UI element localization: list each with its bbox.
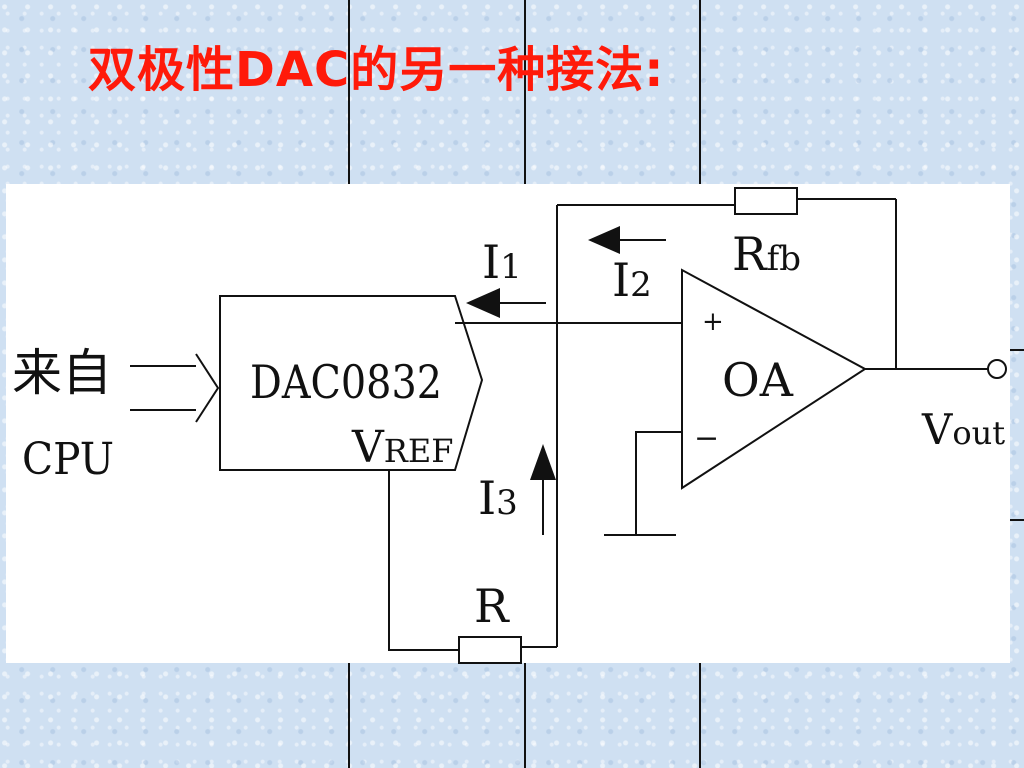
minus-input-wire <box>635 431 682 535</box>
diagram-panel <box>6 184 1010 663</box>
i1-arrow-head <box>466 288 500 318</box>
vref-label-main: V <box>351 422 385 473</box>
r-label: R <box>474 579 510 633</box>
rfb-label-main: R <box>732 227 768 281</box>
dac-name: DAC0832 <box>250 355 442 409</box>
source-label-line2: CPU <box>22 434 114 485</box>
vout-label-sub: out <box>952 414 1005 452</box>
source-label-line1: 来自 <box>12 344 112 402</box>
r-resistor <box>458 636 522 664</box>
dac-block <box>219 295 484 471</box>
i3-arrow-head <box>530 444 556 480</box>
rfb-label: Rfb <box>732 227 801 281</box>
i1-label: I1 <box>482 235 522 289</box>
opamp-triangle <box>681 268 867 490</box>
opamp-name: OA <box>722 353 794 407</box>
i3-label-main: I <box>478 471 496 525</box>
i1-label-main: I <box>482 235 500 289</box>
background-grid-line <box>1010 349 1024 351</box>
background-grid-line <box>1010 519 1024 521</box>
vout-label: Vout <box>921 405 1005 454</box>
i2-arrow-head <box>588 226 620 254</box>
input-bus-arrowhead <box>195 353 220 423</box>
vref-label-sub: REF <box>384 432 454 470</box>
i1-label-sub: 1 <box>500 247 522 287</box>
i2-label-sub: 2 <box>630 265 652 305</box>
i3-label: I3 <box>478 471 518 525</box>
rfb-resistor <box>734 187 798 215</box>
i2-label: I2 <box>612 253 652 307</box>
i2-label-main: I <box>612 253 630 307</box>
opamp-plus-sign: + <box>702 307 724 337</box>
rfb-label-sub: fb <box>767 239 801 279</box>
vref-label: VREF <box>351 422 453 473</box>
i3-label-sub: 3 <box>496 483 518 523</box>
opamp-minus-sign: − <box>694 421 719 456</box>
vref-wire <box>388 470 459 651</box>
vout-label-main: V <box>921 405 953 454</box>
vout-terminal <box>987 359 1007 379</box>
slide-title: 双极性DAC的另一种接法: <box>88 42 665 98</box>
